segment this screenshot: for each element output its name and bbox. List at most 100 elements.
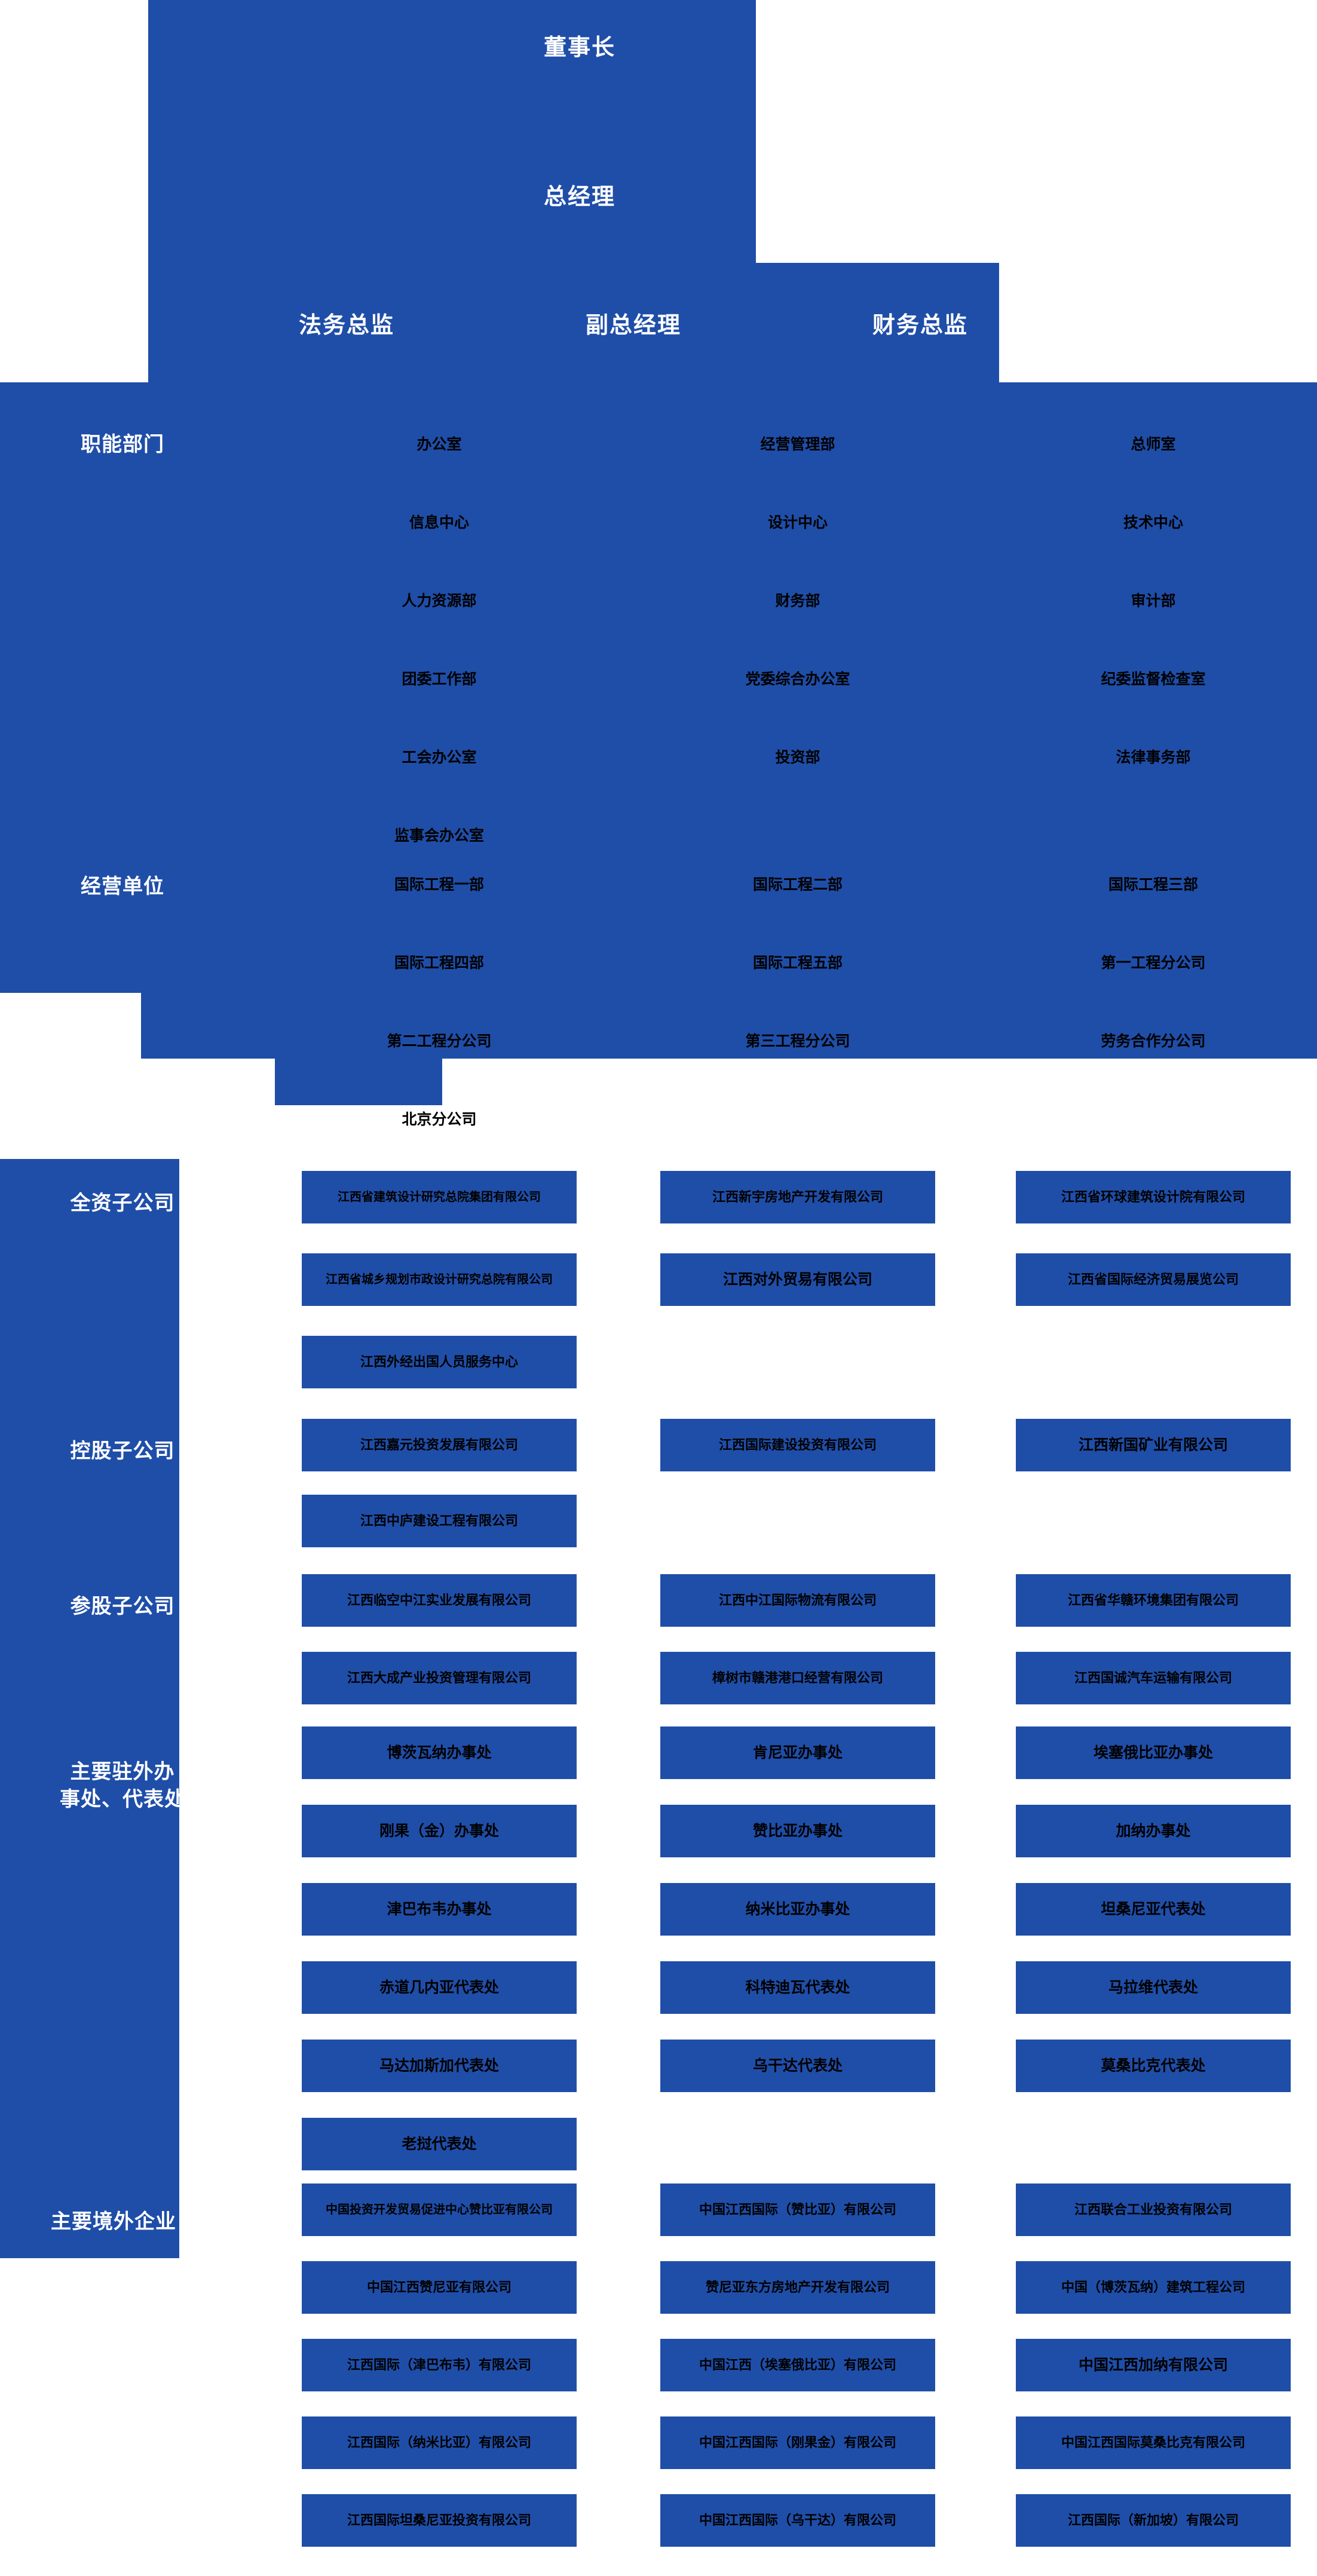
node-box[interactable] <box>660 1652 935 1704</box>
node-box[interactable] <box>660 2184 935 2236</box>
node-box[interactable] <box>660 2339 935 2391</box>
node-wholly_owned_subsidiaries[interactable]: 江西外经出国人员服务中心 <box>360 1354 518 1370</box>
node-box[interactable] <box>1016 1419 1291 1471</box>
node-functional_departments[interactable]: 审计部 <box>1131 592 1176 609</box>
node-business_units[interactable]: 国际工程三部 <box>1108 876 1198 893</box>
node-box[interactable] <box>302 1726 577 1779</box>
node-business_units[interactable]: 第三工程分公司 <box>745 1032 850 1050</box>
node-box[interactable] <box>302 2040 577 2092</box>
node-box[interactable] <box>1016 2494 1291 2547</box>
node-functional_departments[interactable]: 技术中心 <box>1123 514 1183 531</box>
node-overseas_offices[interactable]: 乌干达代表处 <box>752 2057 843 2074</box>
node-box[interactable] <box>1016 2339 1291 2391</box>
node-functional_departments[interactable]: 人力资源部 <box>402 592 477 609</box>
node-functional_departments[interactable]: 信息中心 <box>409 514 469 531</box>
node-functional_departments[interactable]: 工会办公室 <box>402 749 477 766</box>
node-holding_subsidiaries[interactable]: 江西中庐建设工程有限公司 <box>360 1513 518 1529</box>
node-overseas_enterprises[interactable]: 中国江西国际（乌干达）有限公司 <box>699 2513 896 2528</box>
node-box[interactable] <box>660 1961 935 2014</box>
node-business_units[interactable]: 劳务合作分公司 <box>1101 1032 1206 1050</box>
node-overseas_enterprises[interactable]: 中国江西国际莫桑比克有限公司 <box>1061 2435 1245 2451</box>
node-box[interactable] <box>1016 2184 1291 2236</box>
node-box[interactable] <box>1016 2261 1291 2314</box>
node-functional_departments[interactable]: 办公室 <box>416 436 462 453</box>
node-box[interactable] <box>302 2118 577 2170</box>
node-wholly_owned_subsidiaries[interactable]: 江西省城乡规划市政设计研究总院有限公司 <box>326 1272 553 1286</box>
node-functional_departments[interactable]: 纪委监督检查室 <box>1101 670 1206 688</box>
node-functional_departments[interactable]: 经营管理部 <box>760 436 835 453</box>
node-business_units[interactable]: 第一工程分公司 <box>1101 954 1206 971</box>
node-overseas_enterprises[interactable]: 中国投资开发贸易促进中心赞比亚有限公司 <box>326 2203 553 2216</box>
node-box[interactable] <box>302 1419 577 1471</box>
node-overseas_enterprises[interactable]: 江西国际（新加坡）有限公司 <box>1067 2513 1239 2528</box>
node-functional_departments[interactable]: 总师室 <box>1131 436 1176 453</box>
node-box[interactable] <box>1016 1883 1291 1936</box>
node-holding_subsidiaries[interactable]: 江西新国矿业有限公司 <box>1078 1436 1228 1453</box>
node-functional_departments[interactable]: 投资部 <box>775 749 820 766</box>
node-participating_subsidiaries[interactable]: 江西中江国际物流有限公司 <box>718 1593 877 1608</box>
node-overseas_offices[interactable]: 老挝代表处 <box>402 2135 477 2152</box>
node-overseas_enterprises[interactable]: 中国（博茨瓦纳）建筑工程公司 <box>1061 2280 1245 2295</box>
node-overseas_offices[interactable]: 加纳办事处 <box>1116 1822 1191 1839</box>
node-business_units[interactable]: 国际工程二部 <box>752 876 843 893</box>
node-box[interactable] <box>660 1253 935 1306</box>
node-box[interactable] <box>1016 1805 1291 1857</box>
node-box[interactable] <box>302 1171 577 1223</box>
node-box[interactable] <box>660 1574 935 1627</box>
node-box[interactable] <box>660 1726 935 1779</box>
node-box[interactable] <box>302 1805 577 1857</box>
node-box[interactable] <box>302 2339 577 2391</box>
node-business_units[interactable]: 第二工程分公司 <box>387 1032 492 1050</box>
node-overseas_offices[interactable]: 纳米比亚办事处 <box>745 1900 850 1918</box>
node-box[interactable] <box>302 2416 577 2469</box>
node-wholly_owned_subsidiaries[interactable]: 江西对外贸易有限公司 <box>722 1271 872 1288</box>
node-box[interactable] <box>302 2494 577 2547</box>
node-overseas_offices[interactable]: 肯尼亚办事处 <box>752 1744 843 1761</box>
node-overseas_offices[interactable]: 科特迪瓦代表处 <box>745 1979 850 1996</box>
node-overseas_offices[interactable]: 马拉维代表处 <box>1108 1979 1198 1996</box>
node-box[interactable] <box>302 2261 577 2314</box>
node-overseas_enterprises[interactable]: 中国江西国际（刚果金）有限公司 <box>699 2435 896 2451</box>
node-overseas_enterprises[interactable]: 江西联合工业投资有限公司 <box>1074 2202 1232 2218</box>
node-functional_departments[interactable]: 财务部 <box>775 592 820 609</box>
node-box[interactable] <box>302 1253 577 1306</box>
node-wholly_owned_subsidiaries[interactable]: 江西新宇房地产开发有限公司 <box>712 1189 883 1205</box>
node-box[interactable] <box>660 1419 935 1471</box>
node-overseas_offices[interactable]: 赤道几内亚代表处 <box>379 1979 499 1996</box>
node-functional_departments[interactable]: 法律事务部 <box>1116 749 1191 766</box>
node-box[interactable] <box>1016 1726 1291 1779</box>
node-wholly_owned_subsidiaries[interactable]: 江西省建筑设计研究总院集团有限公司 <box>338 1190 541 1204</box>
node-participating_subsidiaries[interactable]: 江西省华赣环境集团有限公司 <box>1067 1593 1239 1608</box>
node-box[interactable] <box>660 2261 935 2314</box>
node-wholly_owned_subsidiaries[interactable]: 江西省环球建筑设计院有限公司 <box>1061 1189 1245 1205</box>
node-functional_departments[interactable]: 党委综合办公室 <box>745 670 850 688</box>
node-overseas_offices[interactable]: 博茨瓦纳办事处 <box>387 1744 492 1761</box>
node-box[interactable] <box>660 1171 935 1223</box>
node-box[interactable] <box>1016 1574 1291 1627</box>
node-business_units[interactable]: 国际工程一部 <box>394 876 484 893</box>
node-overseas_enterprises[interactable]: 中国江西赞尼亚有限公司 <box>366 2280 512 2295</box>
node-participating_subsidiaries[interactable]: 江西临空中江实业发展有限公司 <box>347 1593 531 1608</box>
node-box[interactable] <box>302 1652 577 1704</box>
node-overseas_enterprises[interactable]: 中国江西（埃塞俄比亚）有限公司 <box>699 2357 896 2373</box>
node-box[interactable] <box>302 1961 577 2014</box>
node-overseas_enterprises[interactable]: 中国江西加纳有限公司 <box>1078 2356 1228 2373</box>
node-box[interactable] <box>660 1805 935 1857</box>
node-participating_subsidiaries[interactable]: 江西国诚汽车运输有限公司 <box>1074 1670 1232 1686</box>
node-box[interactable] <box>302 2184 577 2236</box>
node-overseas_offices[interactable]: 津巴布韦办事处 <box>387 1900 492 1918</box>
node-overseas_offices[interactable]: 马达加斯加代表处 <box>379 2057 499 2074</box>
node-box[interactable] <box>660 2416 935 2469</box>
node-business_units[interactable]: 国际工程四部 <box>394 954 484 971</box>
node-holding_subsidiaries[interactable]: 江西嘉元投资发展有限公司 <box>360 1437 518 1453</box>
node-box[interactable] <box>1016 1652 1291 1704</box>
node-box[interactable] <box>1016 2416 1291 2469</box>
node-box[interactable] <box>302 1574 577 1627</box>
node-functional_departments[interactable]: 设计中心 <box>767 514 828 531</box>
node-overseas_enterprises[interactable]: 江西国际坦桑尼亚投资有限公司 <box>347 2513 531 2528</box>
node-participating_subsidiaries[interactable]: 樟树市赣港港口经营有限公司 <box>712 1670 883 1686</box>
node-holding_subsidiaries[interactable]: 江西国际建设投资有限公司 <box>718 1437 877 1453</box>
node-box[interactable] <box>1016 1253 1291 1306</box>
node-box[interactable] <box>302 1336 577 1388</box>
node-overseas_offices[interactable]: 莫桑比克代表处 <box>1101 2057 1206 2074</box>
